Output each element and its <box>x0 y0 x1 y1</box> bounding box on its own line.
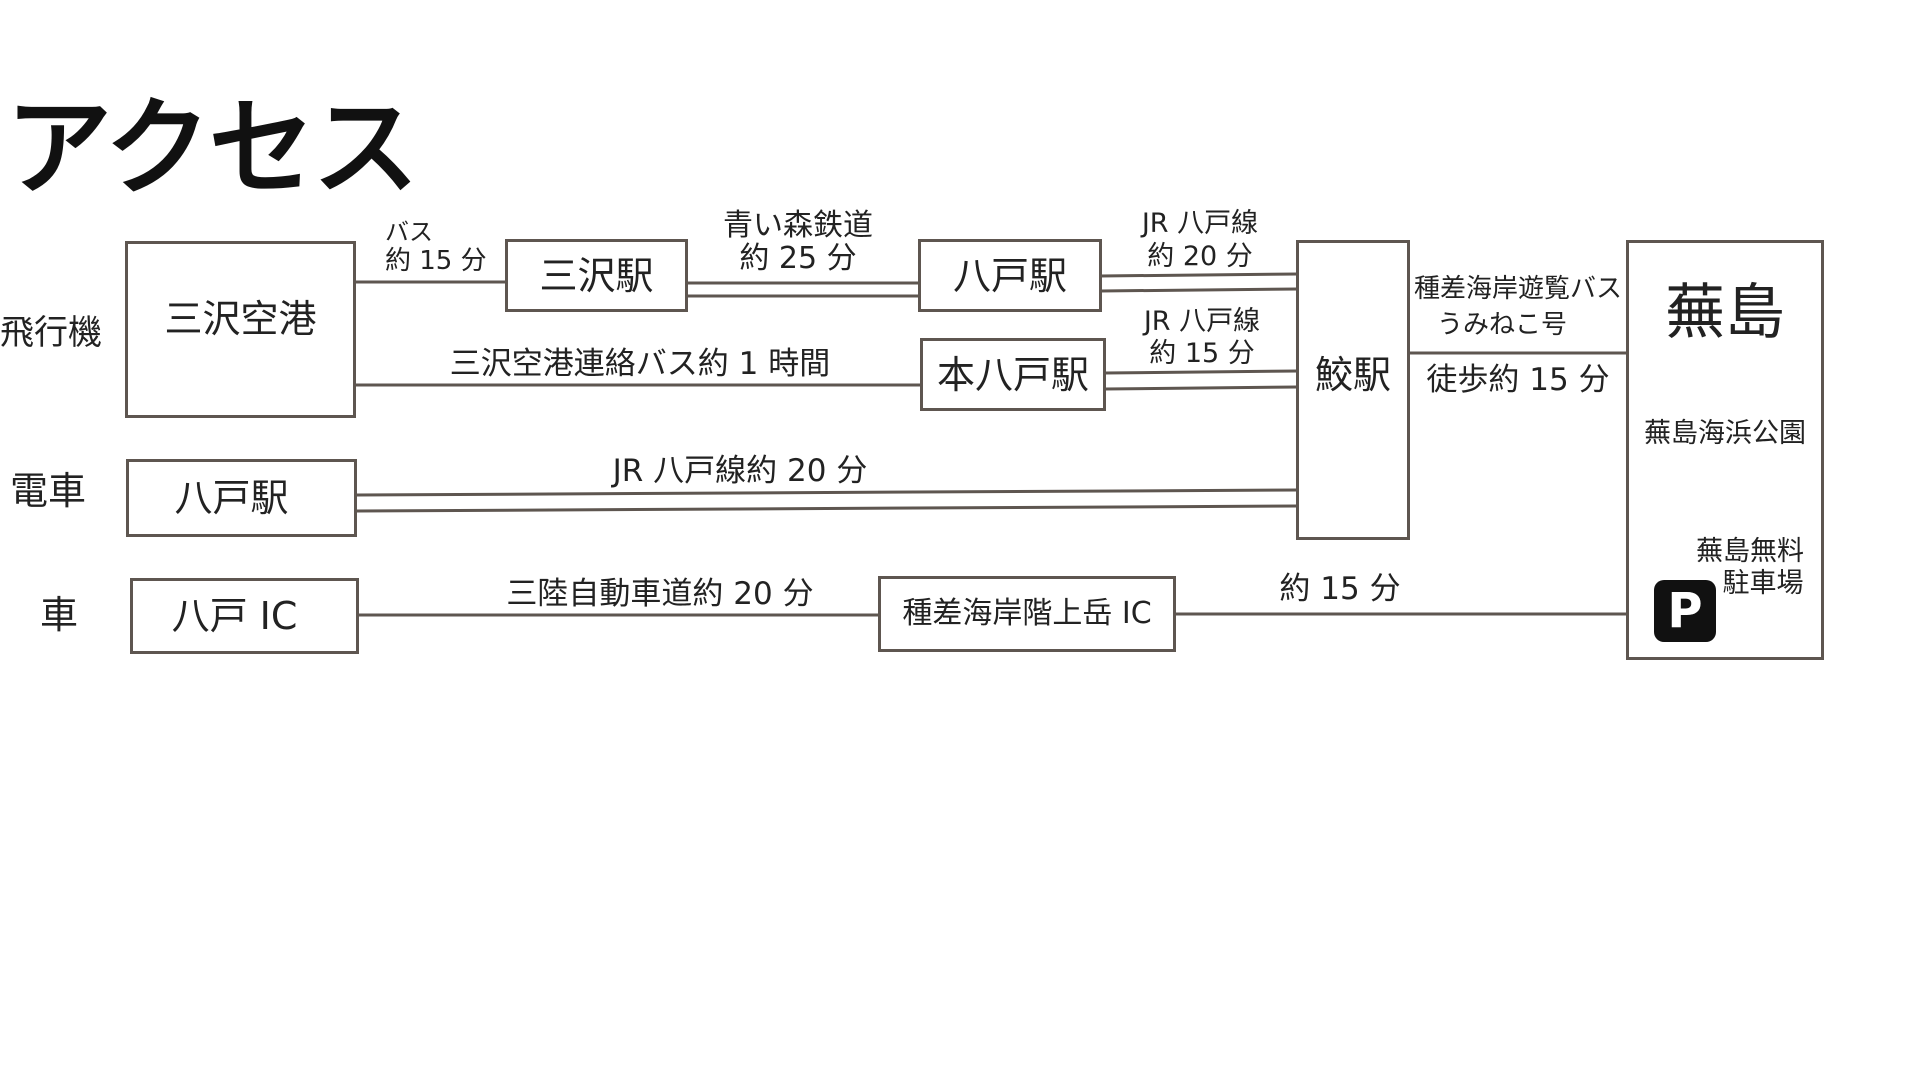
ic-box-hachinohe: 八戸 IC <box>130 578 359 654</box>
station-label: 三沢駅 <box>539 253 654 298</box>
route-label-airport-bus: 三沢空港連絡バス約 1 時間 <box>449 346 831 382</box>
route-line-jr-b <box>1099 287 1299 293</box>
station-label: 種差海岸階上岳 IC <box>902 596 1152 631</box>
route-label-jr-hon-1: JR 八戸線 <box>1143 306 1261 337</box>
route-line-train-b <box>356 504 1299 513</box>
route-label-tanesashi-bus-1: 種差海岸遊覧バス <box>1413 274 1622 304</box>
route-label-aoimori-2: 約 25 分 <box>739 241 857 276</box>
route-label-walk: 徒歩約 15 分 <box>1426 362 1610 398</box>
route-line-train-a <box>356 488 1299 497</box>
route-label-sanriku: 三陸自動車道約 20 分 <box>506 576 814 612</box>
station-box-hon-hachinohe: 本八戸駅 <box>920 338 1106 411</box>
parking-icon: P <box>1654 580 1716 642</box>
route-label-jr-2: 約 20 分 <box>1147 241 1253 272</box>
station-box-misawa: 三沢駅 <box>505 239 688 312</box>
station-label: 八戸駅 <box>174 476 289 520</box>
route-label-jr-train: JR 八戸線約 20 分 <box>612 453 868 489</box>
route-line-jr-hon-a <box>1104 369 1299 375</box>
route-label-aoimori-1: 青い森鉄道 <box>723 208 873 243</box>
route-line-jr-a <box>1099 272 1299 278</box>
destination-park: 蕪島海浜公園 <box>1644 418 1806 449</box>
route-label-tanesashi-bus-2: うみねこ号 <box>1436 310 1567 340</box>
row-label-train: 電車 <box>10 469 87 513</box>
station-box-hachinohe: 八戸駅 <box>918 239 1102 312</box>
route-label-car: 約 15 分 <box>1279 571 1401 607</box>
ic-box-tanesashi: 種差海岸階上岳 IC <box>878 576 1176 652</box>
station-box-same: 鮫駅 <box>1296 240 1410 540</box>
station-label: 八戸駅 <box>952 253 1067 298</box>
parking-label-line1: 蕪島無料 <box>1696 536 1804 567</box>
parking-label-line2: 駐車場 <box>1722 568 1804 599</box>
station-label: 本八戸駅 <box>936 352 1089 397</box>
route-label-bus-2: 約 15 分 <box>385 246 487 276</box>
route-label-jr-1: JR 八戸線 <box>1141 208 1259 239</box>
station-label: 三沢空港 <box>164 296 317 341</box>
station-label: 八戸 IC <box>171 594 298 638</box>
row-label-plane: 飛行機 <box>0 313 102 353</box>
page-title: アクセス <box>6 87 419 210</box>
station-box-hachinohe-train: 八戸駅 <box>126 459 357 537</box>
station-label: 鮫駅 <box>1314 353 1391 397</box>
route-label-jr-hon-2: 約 15 分 <box>1149 338 1255 369</box>
destination-title: 蕪島 <box>1665 278 1785 348</box>
row-label-car: 車 <box>40 593 79 637</box>
station-box-misawa-airport: 三沢空港 <box>125 241 356 418</box>
route-label-bus-1: バス <box>385 218 433 246</box>
route-line-jr-hon-b <box>1104 385 1299 391</box>
